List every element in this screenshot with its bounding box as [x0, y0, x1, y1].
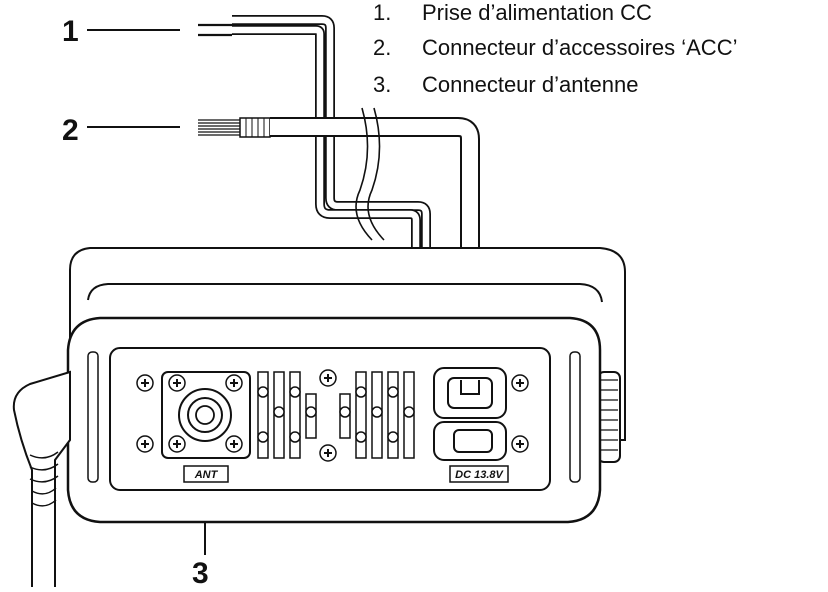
panel-labels: ANT DC 13.8V: [183, 465, 509, 483]
screw-icon: [319, 444, 337, 462]
legend-item-3-num: 3.: [373, 72, 391, 97]
screw-icon: [136, 374, 154, 392]
callout-1: 1: [62, 15, 180, 48]
ant-label: ANT: [194, 469, 219, 481]
screw-icon: [136, 435, 154, 453]
screw-icon: [511, 374, 529, 392]
screw-icon: [225, 435, 243, 453]
legend: 1. Prise d’alimentation CC 2. Connecteur…: [373, 0, 737, 97]
screw-icon: [168, 435, 186, 453]
screw-icon: [319, 369, 337, 387]
antenna-connector: [161, 371, 251, 459]
callout-2-number: 2: [62, 114, 79, 147]
screw-icon: [225, 374, 243, 392]
heat-sink-fins: [257, 371, 415, 459]
screw-icon: [168, 374, 186, 392]
legend-item-3-text: Connecteur d’antenne: [422, 72, 639, 97]
accessory-cable: [198, 117, 480, 390]
legend-item-1-text: Prise d’alimentation CC: [422, 0, 652, 25]
dc-label: DC 13.8V: [455, 469, 504, 481]
callout-1-number: 1: [62, 15, 79, 48]
screws: [136, 369, 529, 462]
legend-item-2-text: Connecteur d’accessoires ‘ACC’: [422, 35, 737, 60]
callout-2: 2: [62, 114, 180, 147]
legend-item-1-num: 1.: [373, 0, 391, 25]
callout-3-number: 3: [192, 557, 209, 587]
screw-icon: [511, 435, 529, 453]
mic-cable: [12, 370, 71, 587]
antenna-cable-pass: [355, 107, 385, 241]
legend-item-2-num: 2.: [373, 35, 391, 60]
